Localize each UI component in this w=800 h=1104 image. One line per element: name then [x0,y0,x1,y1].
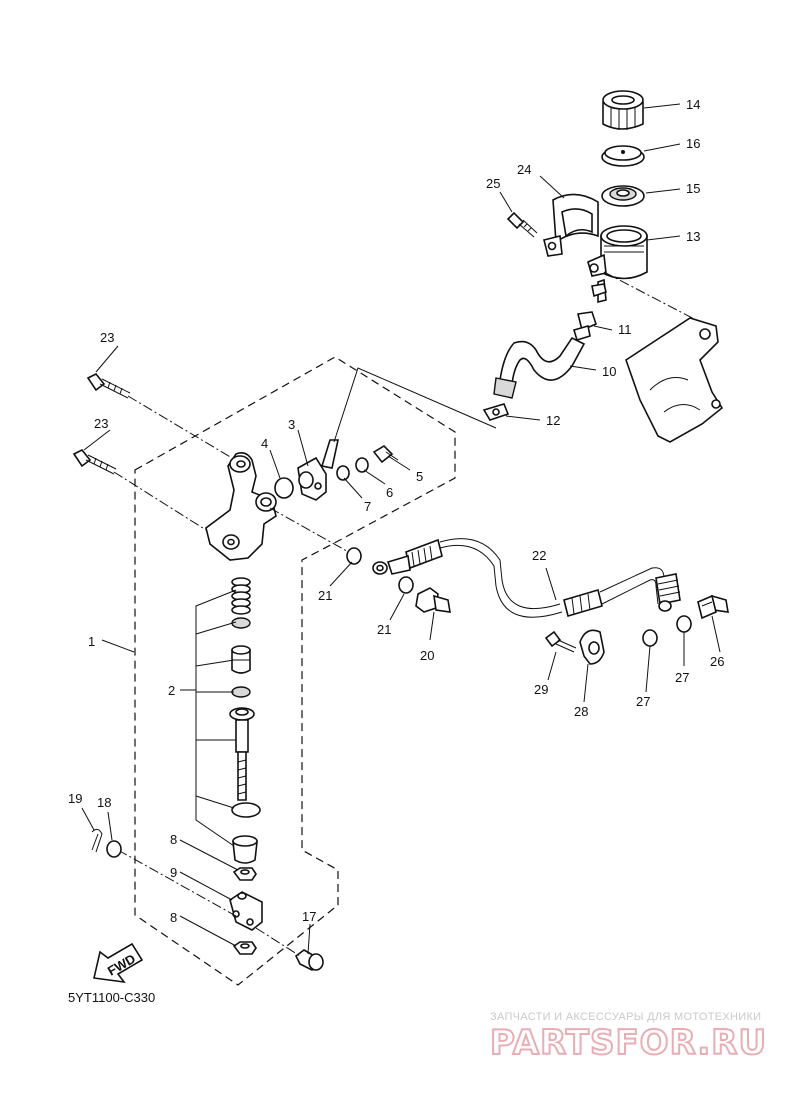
callout-13: 13 [686,229,700,244]
push-rod-part [229,707,255,801]
callout-21-left: 21 [318,588,332,603]
callout-26: 26 [710,654,724,669]
bolt-29-part [544,630,577,653]
diaphragm-part [601,185,645,207]
callout-7: 7 [364,499,371,514]
callout-23-lower: 23 [94,416,108,431]
callout-labels: 14 16 15 13 24 25 11 10 12 23 23 4 3 5 6… [68,97,724,925]
union-bolt-alignment [269,507,353,555]
watermark-tagline: ЗАПЧАСТИ И АКСЕССУАРЫ ДЛЯ МОТОТЕХНИКИ [490,1011,761,1023]
hose-guide-28-part [579,629,605,665]
callout-22: 22 [532,548,546,563]
hose-joint-3-part [297,439,339,501]
callout-24: 24 [517,162,531,177]
o-ring-4-part [274,477,294,499]
callout-23-upper: 23 [100,330,114,345]
clevis-pin-17-part [294,949,324,971]
washer-6-part [355,457,369,473]
fwd-arrow-icon: FWD [93,942,144,984]
union-bolt-20-part [415,587,451,613]
callout-18: 18 [97,795,111,810]
hose-clip-12-part [482,403,510,421]
union-bolt-26-part [697,594,729,620]
callout-8-lower: 8 [170,910,177,925]
callout-6: 6 [386,485,393,500]
callout-12: 12 [546,413,560,428]
bolt-alignment-upper [127,395,233,459]
reservoir-hose-part [493,336,586,399]
callout-3: 3 [288,417,295,432]
bolt-5-part [372,444,399,464]
callout-1: 1 [88,634,95,649]
kit-bracket-line [195,589,237,847]
callout-4: 4 [261,436,268,451]
secondary-cup-part [231,686,251,698]
bolt-23-upper-part [86,372,131,399]
cup-seal-part [231,617,251,629]
washer-27-upper-part [676,615,692,633]
reservoir-band-part [543,193,599,257]
callout-19: 19 [68,791,82,806]
cotter-pin-19-part [91,828,103,853]
diaphragm-plate-part [601,145,645,167]
callout-28: 28 [574,704,588,719]
callout-29: 29 [534,682,548,697]
washer-7-part [336,465,350,481]
bolt-alignment-lower [113,471,207,531]
screw-25-part [506,211,538,238]
master-cylinder-body-part [205,452,277,561]
washer-21-left-part [346,547,362,565]
callout-21-right: 21 [377,622,391,637]
drawing-code: 5YT1100-C330 [68,990,155,1005]
callout-5: 5 [416,469,423,484]
washer-18-part [106,840,122,858]
callout-10: 10 [602,364,616,379]
hose-clip-11-part [573,283,607,342]
callout-11: 11 [618,322,632,337]
callout-27-upper: 27 [675,670,689,685]
union-to-clip-line [333,367,497,443]
spring-part [231,577,251,615]
dust-boot-part [232,835,258,864]
callout-16: 16 [686,136,700,151]
bolt-23-lower-part [72,448,117,475]
callout-25: 25 [486,176,500,191]
clevis-9-part [229,891,263,931]
callout-15: 15 [686,181,700,196]
reservoir-alignment-line [603,271,701,323]
leader-lines [81,103,721,955]
nut-8-upper-part [232,867,257,881]
nut-8-lower-part [232,941,257,955]
circlip-part [231,802,261,818]
piston-part [231,645,251,674]
brake-hose-22-part [372,538,681,618]
washer-27-lower-part [642,629,658,647]
callout-2: 2 [168,683,175,698]
watermark-logo: PARTSFOR.RU [490,1023,767,1063]
callout-17: 17 [302,909,316,924]
callout-14: 14 [686,97,700,112]
reservoir-cap-part [602,90,644,130]
assembly-outline [134,356,456,986]
washer-21-right-part [398,576,414,594]
callout-20: 20 [420,648,434,663]
frame-bracket-part [625,317,724,443]
callout-27-lower: 27 [636,694,650,709]
callout-9: 9 [170,865,177,880]
callout-8-upper: 8 [170,832,177,847]
pin-alignment-line [117,849,301,957]
